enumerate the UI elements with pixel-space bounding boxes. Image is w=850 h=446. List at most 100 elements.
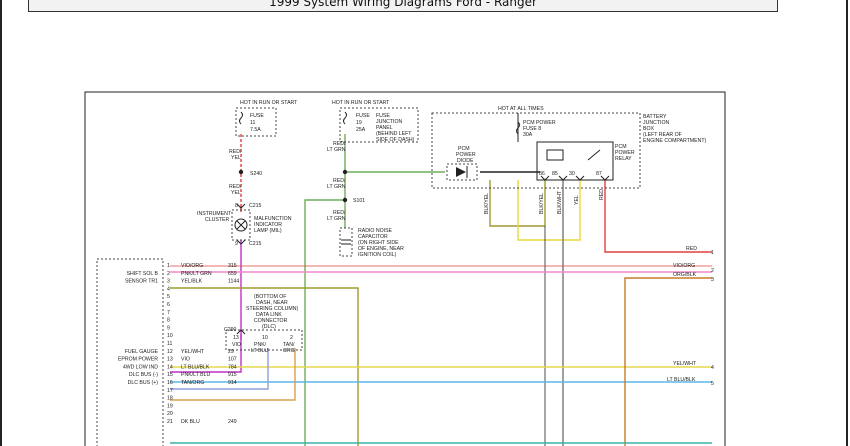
mil-lamp-symbol (234, 218, 248, 232)
label-hot-at-all-times: HOT AT ALL TIMES (498, 106, 544, 112)
label-pcm-fuse-2: 30A (523, 132, 533, 138)
label-dlc-wire-pnk: PNK/LT BLU (251, 342, 268, 354)
connector-relay-30 (575, 175, 585, 181)
label-diode-1: POWER (456, 152, 476, 158)
instrument-cluster-box (231, 209, 251, 241)
battery-junction-box (431, 112, 641, 189)
label-fjp-3: (BEHIND LEFT (376, 131, 412, 137)
pcm-circuit-number: 1144 (228, 279, 239, 285)
pcm-pin-desc: DLC BUS (-) (129, 372, 158, 378)
pcm-wire-color: TAN/ORG (181, 380, 204, 386)
label-relay-pin-87: 87 (596, 171, 602, 177)
dlc-box (225, 329, 303, 351)
label-red-ltgrn-2b: LT GRN (327, 184, 346, 190)
pcm-wire-color: VIO/ORG (181, 263, 203, 269)
page-title: 1999 System Wiring Diagrams Ford - Range… (28, 0, 778, 12)
label-red-ltgrn-2a: RED/ (333, 178, 346, 184)
label-out-pin-2: 2 (711, 268, 714, 274)
splice-fuse19 (342, 169, 348, 175)
label-out-red: RED (686, 246, 697, 252)
pcm-pin-number: 7 (167, 310, 170, 316)
label-red-yel-1b: YEL (231, 155, 241, 161)
label-fuse11-1: 11 (250, 120, 255, 126)
connector-c215-bottom (236, 239, 246, 245)
connector-relay-85 (558, 175, 568, 181)
page-border-left (0, 0, 2, 446)
wire-org-blk (624, 277, 712, 446)
relay-switch (587, 149, 601, 161)
label-fuse19-0: FUSE (356, 113, 370, 119)
label-dlc-4: CONNECTOR (254, 318, 288, 324)
label-fuse19-2: 25A (356, 127, 366, 133)
label-diode-0: PCM (458, 146, 470, 152)
label-pin-9: 9 (235, 241, 238, 247)
label-dlc-1: DASH, NEAR (256, 300, 288, 306)
label-dlc-wire-tan-line2: ORG (283, 348, 295, 354)
label-relay-pin-85: 85 (552, 171, 558, 177)
pcm-wire-color: YEL/BLK (181, 279, 203, 285)
pcm-circuit-number: 249 (228, 419, 237, 425)
pcm-pin-number: 9 (167, 325, 170, 331)
label-dlc-5: (DLC) (262, 324, 276, 330)
pcm-power-diode-box (446, 163, 478, 181)
label-fuse19-1: 19 (356, 120, 362, 126)
label-mil-0: MALFUNCTION (254, 216, 292, 222)
wire-pin16-tan-org (170, 348, 296, 401)
pcm-pin-number: 12 (167, 349, 173, 355)
pcm-circuit-number: 784 (228, 364, 237, 370)
wire-pin15-pnk-ltblu (170, 348, 269, 390)
label-dlc-3: DATA LINK (256, 312, 282, 318)
pcm-circuit-number: 914 (228, 380, 237, 386)
label-dlc-2: STEERING COLUMN) (246, 306, 298, 312)
label-out-vio-org: VIO/ORG (673, 263, 695, 269)
connector-c290 (236, 329, 246, 335)
label-relay-1: POWER (615, 150, 635, 156)
label-out-ltblu-blk: LT BLU/BLK (667, 377, 696, 383)
label-relay-2: RELAY (615, 156, 632, 162)
label-mil-1: INDICATOR (254, 222, 282, 228)
label-out-pin-3: 3 (711, 277, 714, 283)
label-red-ltgrn-3a: RED/ (333, 210, 346, 216)
pcm-pin-number: 2 (167, 271, 170, 277)
pcm-pin-desc: SENSOR TR1 (125, 279, 158, 285)
fuse-11-box (235, 107, 277, 137)
label-blk-yel-2: BLK/YEL (539, 193, 545, 214)
label-red-v: RED (599, 189, 605, 200)
label-dlc-pin-10: 10 (262, 335, 268, 341)
pcm-connector-box (96, 258, 164, 446)
connector-relay-87 (600, 175, 610, 181)
label-red-yel-2a: RED/ (229, 184, 242, 190)
label-cap-3: OF ENGINE, NEAR (358, 246, 404, 252)
label-blk-wht: BLK/WHT (557, 190, 563, 214)
label-blk-yel-1: BLK/YEL (484, 193, 490, 214)
splice-s240 (238, 169, 244, 175)
label-dlc-wire-tan: TAN/ORG (283, 342, 295, 354)
label-mil-2: LAMP (MIL) (254, 228, 282, 234)
label-c215a: C215 (249, 203, 262, 209)
label-relay-pin-86: 86 (539, 171, 545, 177)
label-c215b: C215 (249, 241, 262, 247)
label-s101: S101 (353, 198, 365, 204)
label-fjp-2: PANEL (376, 125, 393, 131)
pcm-pin-number: 18 (167, 396, 173, 402)
label-out-pin-5: 5 (711, 381, 714, 387)
pcm-pin-number: 19 (167, 403, 173, 409)
label-relay-pin-30: 30 (569, 171, 575, 177)
label-cap-0: RADIO NOISE (358, 228, 393, 234)
pcm-wire-color: LT BLU/BLK (181, 364, 210, 370)
relay-coil (546, 149, 564, 161)
splice-s101 (342, 197, 348, 203)
label-diode-2: DIODE (457, 158, 474, 164)
label-dlc-wire-vio: VIO (232, 342, 241, 348)
label-dlc-wire-pnk-line2: LT BLU (251, 348, 268, 354)
label-dlc-wire-pnk-line1: PNK/ (254, 342, 267, 348)
label-hot-run-start-2: HOT IN RUN OR START (332, 100, 390, 106)
pcm-pin-number: 13 (167, 357, 173, 363)
label-hot-run-start-1: HOT IN RUN OR START (240, 100, 298, 106)
label-dlc-pin-2: 2 (290, 335, 293, 341)
pcm-pin-number: 5 (167, 294, 170, 300)
label-out-org-blk: ORG/BLK (673, 272, 697, 278)
pcm-circuit-number: 659 (228, 271, 237, 277)
pcm-pin-number: 21 (167, 419, 173, 425)
mil-lamp-x2 (236, 220, 246, 230)
